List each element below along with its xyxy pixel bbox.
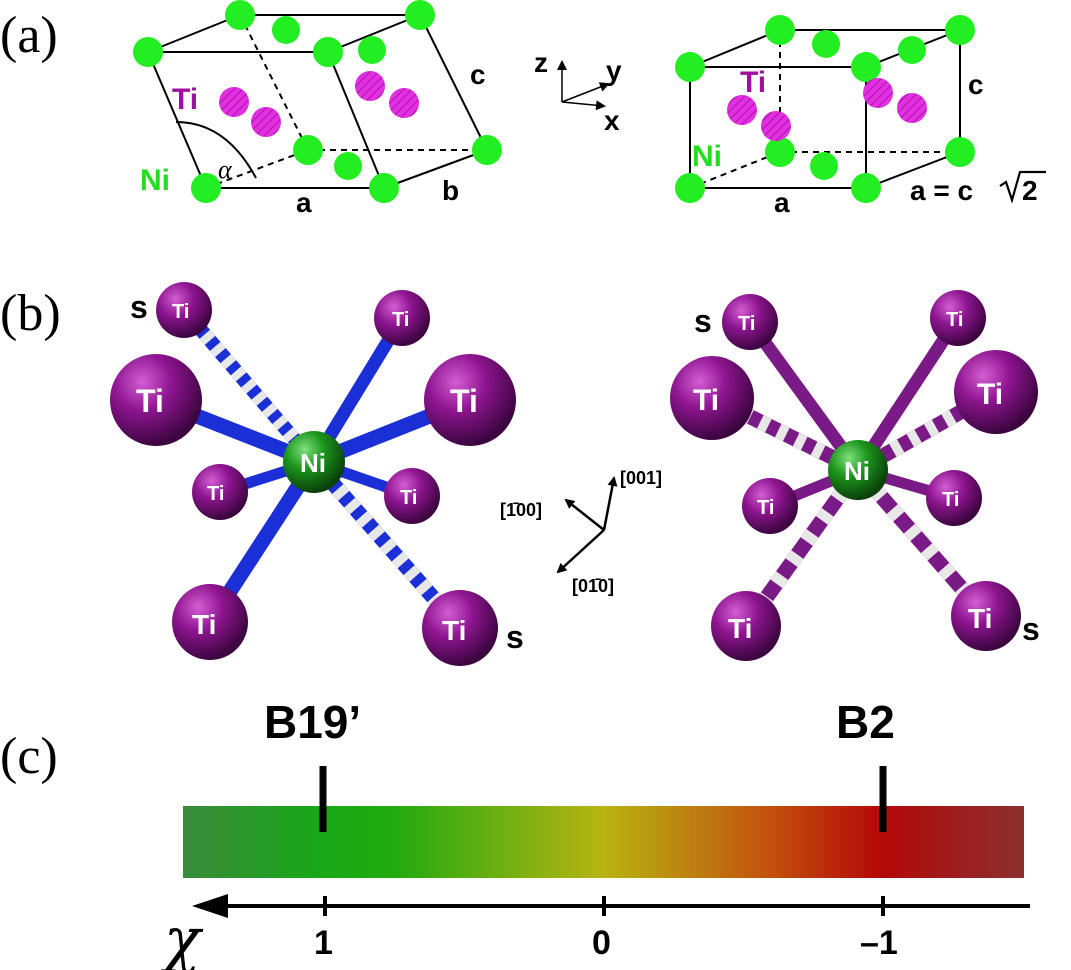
ti-spheres-left bbox=[110, 282, 516, 666]
ti-atoms-left bbox=[219, 71, 419, 137]
panel-label-a: (a) bbox=[0, 7, 58, 64]
ti-left-2: Ti bbox=[392, 309, 409, 331]
axis-z-label: z bbox=[534, 47, 548, 78]
label-sqrt-num: 2 bbox=[1022, 175, 1038, 206]
chi-axis-arrow bbox=[192, 894, 228, 918]
ti-right-7: Ti bbox=[728, 613, 752, 644]
ti-right-6: Ti bbox=[942, 489, 959, 511]
s-label-left-top: s bbox=[130, 289, 148, 325]
ti-right-3: Ti bbox=[693, 384, 719, 417]
label-c-left: c bbox=[470, 59, 486, 90]
ti-left-3: Ti bbox=[136, 383, 164, 419]
tick-label-0: 0 bbox=[592, 924, 611, 962]
s-label-right-bottom: s bbox=[1022, 611, 1040, 647]
label-b2: B2 bbox=[836, 696, 895, 748]
ti-spheres-right bbox=[670, 290, 1038, 661]
label-a-right: a bbox=[774, 187, 790, 218]
ti-left-7: Ti bbox=[192, 609, 216, 640]
label-ti-left: Ti bbox=[172, 83, 198, 116]
axis-y-label: y bbox=[606, 55, 622, 86]
label-ni-right: Ni bbox=[692, 140, 722, 173]
dir-m100-label: [1̄00] bbox=[500, 500, 542, 520]
sqrt-sign bbox=[999, 170, 1046, 204]
alpha-arc bbox=[175, 121, 257, 179]
cell-tetragonal: Ti Ni a c a = c 2 bbox=[675, 15, 1046, 218]
ti-left-5: Ti bbox=[207, 483, 224, 505]
ni-atoms-right bbox=[675, 15, 975, 203]
label-ni-left: Ni bbox=[140, 164, 170, 197]
s-label-left-bottom: s bbox=[506, 619, 524, 655]
panel-label-c: (c) bbox=[0, 728, 58, 785]
dir-001-label: [001] bbox=[620, 468, 662, 488]
direction-triad: [001] [1̄00] [01̄0] bbox=[500, 468, 662, 596]
ti-right-5: Ti bbox=[757, 497, 774, 519]
ti-right-2: Ti bbox=[946, 309, 963, 331]
s-label-right-top: s bbox=[694, 303, 712, 339]
dir-0m10-label: [01̄0] bbox=[572, 576, 614, 596]
axis-x-label: x bbox=[604, 105, 620, 136]
label-alpha: α bbox=[218, 155, 233, 184]
color-bar bbox=[183, 806, 1024, 878]
ti-right-8: Ti bbox=[968, 603, 992, 634]
ti-right-1: Ti bbox=[738, 313, 755, 335]
panel-label-b: (b) bbox=[0, 285, 61, 342]
ni-sphere-right bbox=[828, 440, 888, 500]
ni-atoms-left bbox=[133, 0, 502, 203]
ti-atoms-right bbox=[727, 78, 927, 141]
cell-monoclinic: Ti Ni α a b c bbox=[133, 0, 502, 218]
axes-triad: z y x bbox=[534, 47, 622, 136]
label-relation: a = c bbox=[910, 175, 973, 206]
label-b19: B19’ bbox=[264, 696, 361, 748]
ti-left-8: Ti bbox=[442, 615, 466, 646]
chi-scale: B19’ B2 1 0 –1 χ bbox=[160, 696, 1030, 970]
ti-right-4: Ti bbox=[977, 378, 1003, 411]
ti-left-1: Ti bbox=[172, 301, 189, 323]
cluster-b2: Ti Ti Ti Ti Ti Ti Ti Ti Ni s s bbox=[670, 290, 1040, 661]
label-ti-right: Ti bbox=[740, 66, 766, 99]
tick-label-1: 1 bbox=[314, 924, 333, 962]
chi-symbol: χ bbox=[160, 905, 204, 970]
ti-left-4: Ti bbox=[450, 383, 478, 419]
label-b-left: b bbox=[442, 175, 459, 206]
ti-left-6: Ti bbox=[400, 487, 417, 509]
label-a-left: a bbox=[296, 187, 312, 218]
cluster-b19: Ti Ti Ti Ti Ti Ti Ti Ti Ni s s bbox=[110, 282, 524, 666]
ni-sphere-left bbox=[283, 431, 345, 493]
label-c-right: c bbox=[968, 69, 984, 100]
ni-left-label: Ni bbox=[300, 448, 326, 478]
ni-right-label: Ni bbox=[844, 456, 870, 486]
tick-label-m1: –1 bbox=[860, 924, 898, 962]
